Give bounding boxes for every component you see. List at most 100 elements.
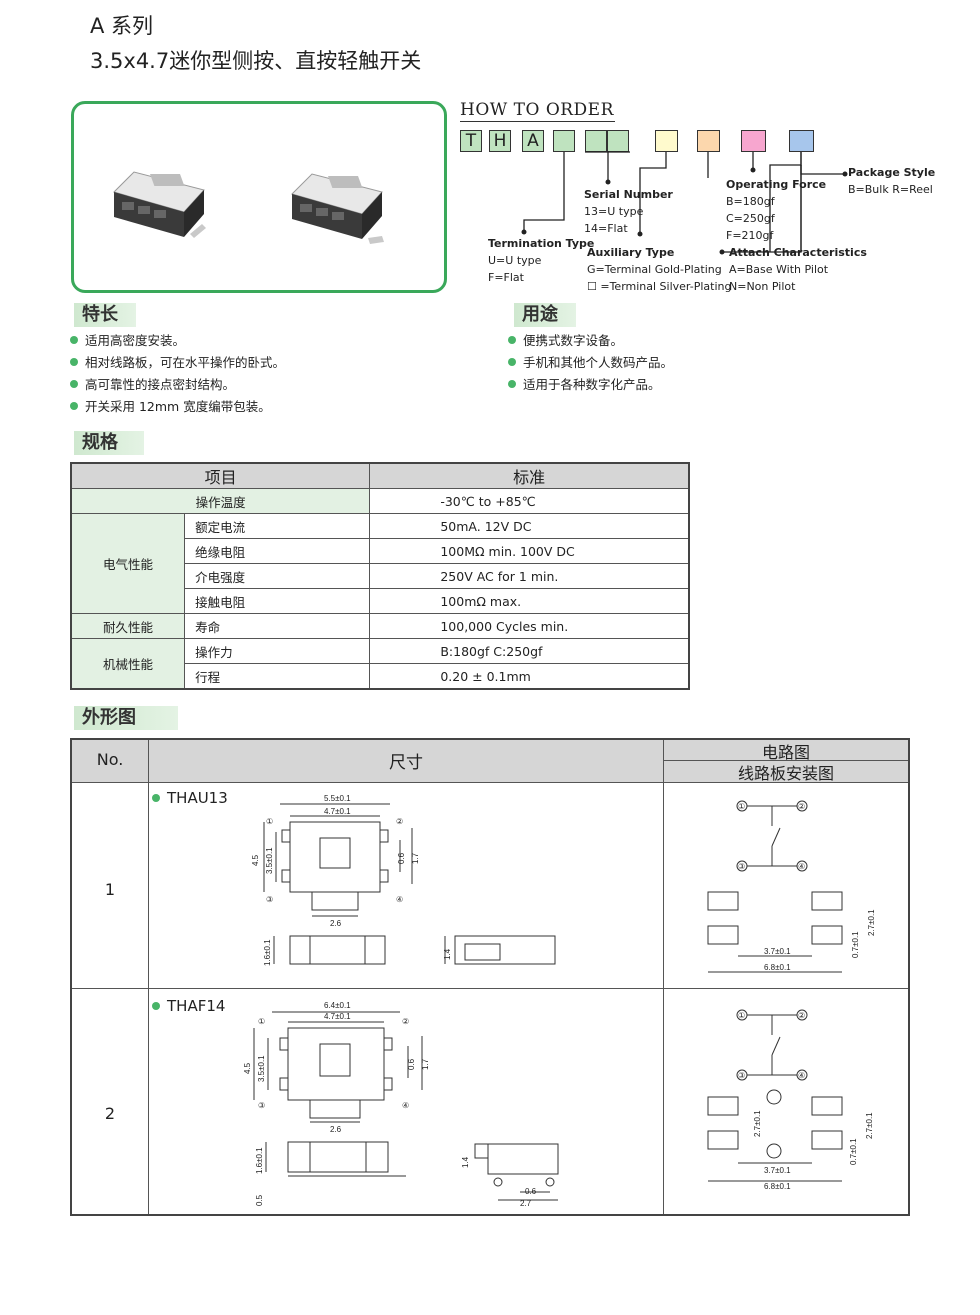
outline-table: No. 尺寸 电路图 线路板安装图 1 2 THAU13 THAF14	[70, 738, 910, 1216]
order-code-box	[789, 130, 814, 152]
svg-text:4.7±0.1: 4.7±0.1	[324, 807, 351, 816]
model-label: THAU13	[152, 788, 228, 810]
svg-text:4.5: 4.5	[251, 854, 260, 866]
order-code-box	[697, 130, 720, 152]
svg-text:①: ①	[738, 1011, 745, 1020]
order-code-box	[655, 130, 678, 152]
svg-text:2.7: 2.7	[520, 1199, 532, 1208]
thau13-dimension-drawing: 5.5±0.1 4.7±0.1 4.5 3.5±0.1 0.6 1.7 2.6 …	[251, 794, 556, 966]
col-circuit: 电路图	[761, 743, 810, 762]
list-item: 适用高密度安装。	[70, 330, 285, 352]
svg-text:6.8±0.1: 6.8±0.1	[764, 963, 791, 972]
svg-text:②: ②	[396, 817, 403, 826]
svg-text:1.4: 1.4	[461, 1156, 470, 1168]
title-underline	[460, 121, 615, 122]
order-code-box: H	[489, 130, 511, 152]
svg-text:6.4±0.1: 6.4±0.1	[324, 1001, 351, 1010]
list-item: 开关采用 12mm 宽度编带包装。	[70, 396, 285, 418]
model-label: THAF14	[152, 996, 225, 1018]
svg-text:3.7±0.1: 3.7±0.1	[764, 947, 791, 956]
list-item: 适用于各种数字化产品。	[508, 374, 673, 396]
product-photo-frame	[71, 101, 447, 293]
svg-text:③: ③	[258, 1101, 265, 1110]
series-title: A 系列	[90, 14, 154, 38]
svg-text:④: ④	[798, 862, 805, 871]
spec-header-item: 项目	[70, 462, 371, 489]
order-code-box	[553, 130, 575, 152]
order-code-box: T	[460, 130, 482, 152]
thau13-circuit-and-pcb: ① ② ③ ④ 2.7±0.1 0.7±0.1 3.7±0.1 6.8±0.1	[707, 800, 876, 973]
svg-text:③: ③	[738, 1071, 745, 1080]
table-row: 操作温度-30℃ to +85℃	[70, 488, 690, 514]
svg-text:1.6±0.1: 1.6±0.1	[263, 939, 272, 966]
svg-text:5.5±0.1: 5.5±0.1	[324, 794, 351, 803]
spec-header-standard: 标准	[369, 462, 690, 489]
svg-text:3.5±0.1: 3.5±0.1	[257, 1055, 266, 1082]
product-photo	[113, 171, 384, 244]
package-style-label: Package Style B=Bulk R=Reel	[848, 166, 936, 196]
svg-text:1.7: 1.7	[421, 1058, 430, 1070]
col-size: 尺寸	[389, 753, 423, 773]
svg-text:②: ②	[798, 802, 805, 811]
termination-type-label: Termination Type U=U type F=Flat	[488, 237, 595, 284]
uses-list: 便携式数字设备。 手机和其他个人数码产品。 适用于各种数字化产品。	[508, 330, 673, 396]
page-title: 3.5x4.7迷你型侧按、直按轻触开关	[90, 49, 422, 73]
svg-text:1.6±0.1: 1.6±0.1	[255, 1147, 264, 1174]
features-list: 适用高密度安装。 相对线路板，可在水平操作的卧式。 高可靠性的接点密封结构。 开…	[70, 330, 285, 418]
svg-text:0.5: 0.5	[255, 1194, 264, 1206]
svg-text:0.6: 0.6	[407, 1058, 416, 1070]
svg-text:3.5±0.1: 3.5±0.1	[265, 847, 274, 874]
serial-number-label: Serial Number 13=U type 14=Flat	[584, 188, 673, 235]
svg-text:②: ②	[798, 1011, 805, 1020]
svg-text:①: ①	[266, 817, 273, 826]
svg-text:②: ②	[402, 1017, 409, 1026]
svg-text:③: ③	[266, 895, 273, 904]
list-item: 手机和其他个人数码产品。	[508, 352, 673, 374]
svg-text:0.7±0.1: 0.7±0.1	[849, 1138, 858, 1165]
svg-text:2.7±0.1: 2.7±0.1	[753, 1110, 762, 1137]
svg-text:2.7±0.1: 2.7±0.1	[867, 909, 876, 936]
operating-force-label: Operating Force B=180gf C=250gf F=210gf	[726, 178, 827, 242]
svg-text:2.6: 2.6	[330, 1125, 342, 1134]
row-number: 2	[104, 1104, 116, 1123]
auxiliary-type-label: Auxiliary Type G=Terminal Gold-Plating ☐…	[587, 246, 732, 293]
order-leader-lines	[521, 151, 848, 255]
svg-text:4.7±0.1: 4.7±0.1	[324, 1012, 351, 1021]
svg-text:④: ④	[402, 1101, 409, 1110]
svg-text:2.7±0.1: 2.7±0.1	[865, 1112, 874, 1139]
col-pcb: 线路板安装图	[737, 764, 834, 783]
order-code-box: A	[522, 130, 544, 152]
col-no: No.	[96, 750, 124, 769]
svg-text:0.7±0.1: 0.7±0.1	[851, 931, 860, 958]
order-code-box	[607, 130, 629, 152]
features-heading: 特长	[74, 303, 136, 327]
outline-header	[72, 740, 908, 783]
svg-text:①: ①	[738, 802, 745, 811]
svg-text:③: ③	[738, 862, 745, 871]
svg-text:④: ④	[798, 1071, 805, 1080]
svg-text:1.7: 1.7	[411, 852, 420, 864]
svg-text:④: ④	[396, 895, 403, 904]
svg-text:0.6: 0.6	[397, 852, 406, 864]
how-to-order-title: HOW TO ORDER	[460, 100, 614, 120]
svg-text:6.8±0.1: 6.8±0.1	[764, 1182, 791, 1191]
svg-text:2.6: 2.6	[330, 919, 342, 928]
list-item: 便携式数字设备。	[508, 330, 673, 352]
list-item: 相对线路板，可在水平操作的卧式。	[70, 352, 285, 374]
svg-text:0.6: 0.6	[525, 1187, 537, 1196]
svg-text:1.4: 1.4	[443, 948, 452, 960]
list-item: 高可靠性的接点密封结构。	[70, 374, 285, 396]
svg-text:4.5: 4.5	[243, 1062, 252, 1074]
order-code-box	[585, 130, 607, 152]
thaf14-circuit-and-pcb: ① ② ③ ④ 2.7±0.1 2.7±0.1 0.7±0.1 3.7±0.1 …	[707, 1009, 874, 1191]
svg-text:①: ①	[258, 1017, 265, 1026]
spec-heading: 规格	[74, 431, 144, 455]
svg-text:3.7±0.1: 3.7±0.1	[764, 1166, 791, 1175]
